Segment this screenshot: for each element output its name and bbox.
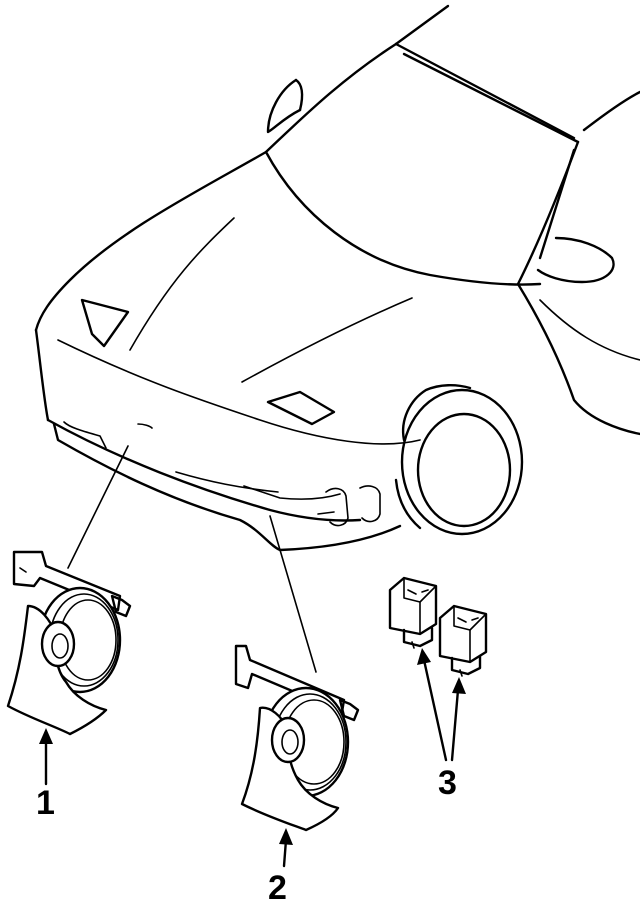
leader-line-part-1 bbox=[67, 445, 129, 569]
relay-illustration-a bbox=[388, 576, 438, 649]
callout-label-1: 1 bbox=[36, 784, 55, 822]
relay-illustration-b bbox=[438, 604, 488, 677]
horn-2-illustration bbox=[234, 644, 360, 832]
car-body bbox=[34, 4, 640, 552]
arrow-part-1 bbox=[39, 728, 53, 786]
arrow-part-2 bbox=[279, 828, 293, 868]
leader-line-part-2 bbox=[269, 515, 317, 673]
callout-label-2: 2 bbox=[268, 869, 287, 907]
callout-label-3: 3 bbox=[438, 764, 457, 802]
horn-1-illustration bbox=[6, 550, 132, 736]
arrow-part-3 bbox=[417, 648, 466, 762]
